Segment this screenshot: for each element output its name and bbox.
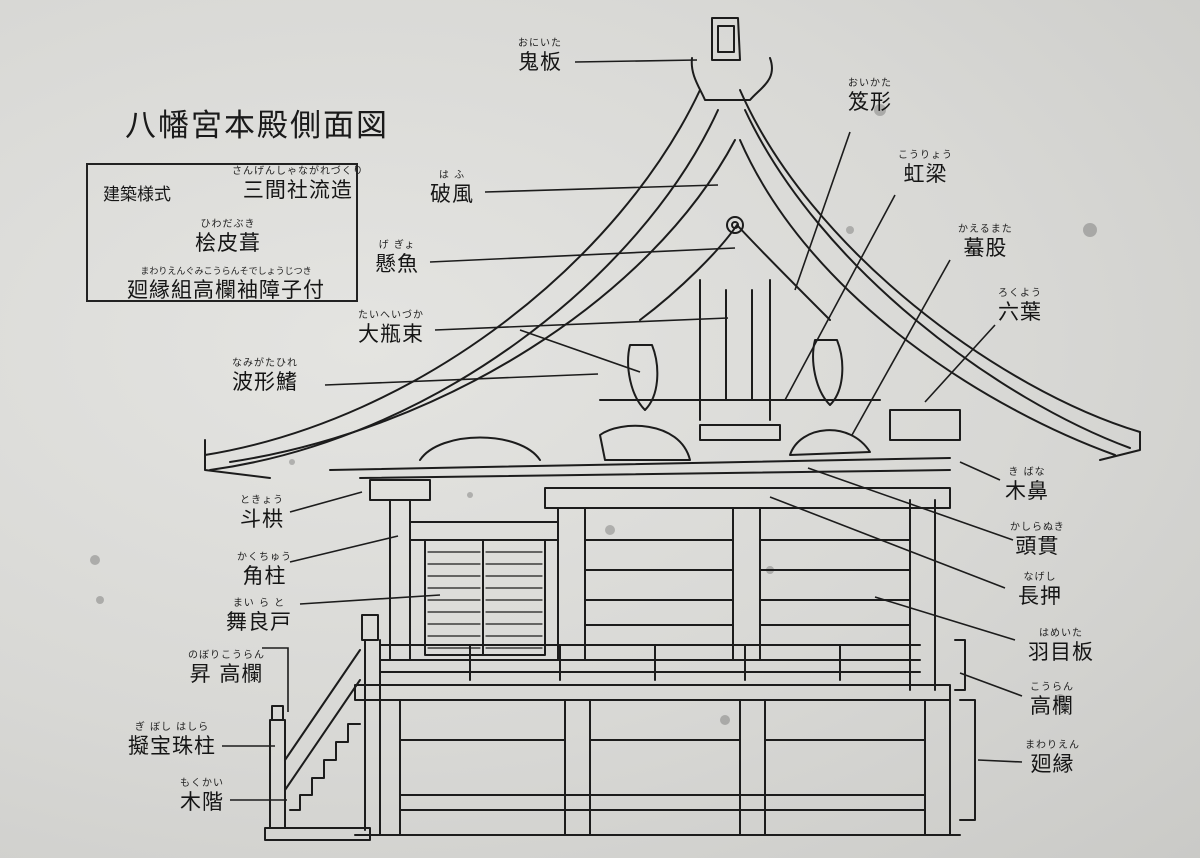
diagram-title: 八幡宮本殿側面図 bbox=[125, 108, 389, 144]
label-oniita: おにいた鬼板 bbox=[518, 38, 562, 74]
label-nageshi: なげし長押 bbox=[1018, 572, 1062, 608]
style-value: さんげんしゃながれづくり 三間社流造 bbox=[232, 166, 364, 202]
label-taiheizuka: たいへいづか大瓶束 bbox=[358, 310, 424, 346]
label-mawarien: まわりえん廻縁 bbox=[1025, 740, 1080, 776]
label-noborikoran: のぼりこうらん昇 高欄 bbox=[188, 650, 265, 686]
info-box bbox=[86, 163, 358, 302]
roof-value: ひわだぶき 桧皮葺 bbox=[195, 219, 261, 255]
label-mairado: まい ら と舞良戸 bbox=[226, 598, 292, 634]
label-mokkai: もくかい木階 bbox=[180, 778, 224, 814]
veranda-value: まわりえんぐみこうらんそでしょうじつき 廻縁組高欄袖障子付 bbox=[127, 267, 325, 302]
label-namigatahire: なみがたひれ波形鰭 bbox=[232, 358, 298, 394]
label-kashiranuki: かしらぬき頭貫 bbox=[1010, 522, 1065, 558]
label-giboshibashira: ぎ ぼし はしら擬宝珠柱 bbox=[128, 722, 216, 758]
label-kibana: き ばな木鼻 bbox=[1005, 467, 1049, 503]
label-oikata: おいかた笈形 bbox=[848, 78, 892, 114]
label-koran: こうらん高欄 bbox=[1030, 682, 1074, 718]
label-kakuchu: かくちゅう角柱 bbox=[237, 552, 292, 588]
label-hameita: はめいた羽目板 bbox=[1028, 628, 1094, 664]
label-tokyo: ときょう斗栱 bbox=[240, 495, 284, 531]
label-kaerumata: かえるまた蟇股 bbox=[958, 224, 1013, 260]
label-koryo: こうりょう虹梁 bbox=[898, 150, 953, 186]
style-label: 建築様式 bbox=[103, 185, 171, 205]
label-hafu: は ふ破風 bbox=[430, 170, 474, 206]
label-gegyo: げ ぎょ懸魚 bbox=[375, 240, 419, 276]
label-rokuyo: ろくよう六葉 bbox=[998, 288, 1042, 324]
